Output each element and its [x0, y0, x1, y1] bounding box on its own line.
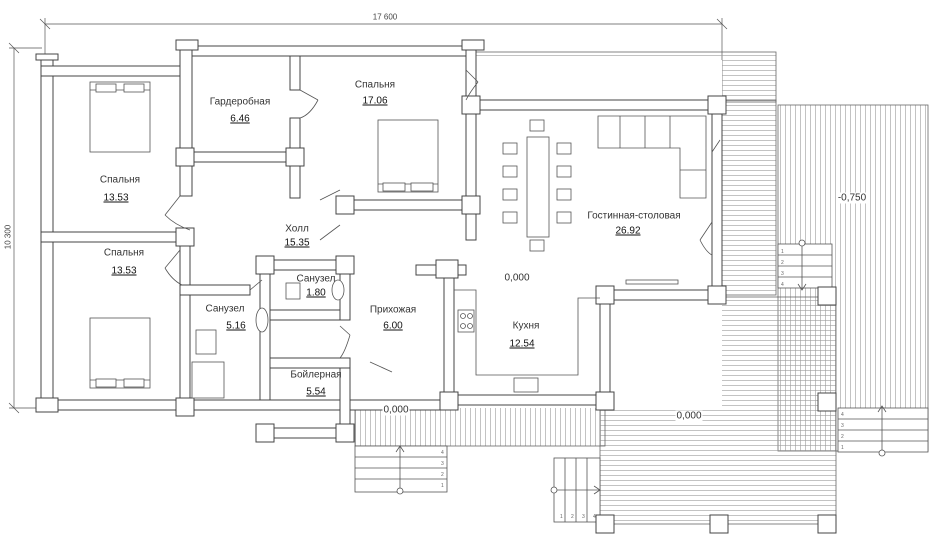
room-area-boiler: 5.54: [306, 386, 326, 398]
doors: [164, 69, 721, 373]
room-name-entrance: Прихожая: [369, 304, 417, 316]
level-terrace: 0,000: [675, 410, 703, 422]
sofa: [597, 115, 707, 199]
toilet-bath: [195, 329, 217, 355]
room-name-boiler: Бойлерная: [290, 369, 342, 381]
room-name-bathroom: Санузел: [205, 303, 245, 315]
room-area-entrance: 6.00: [383, 320, 403, 332]
bed-nw: [89, 81, 151, 153]
bed-n: [377, 119, 439, 193]
svg-text:3: 3: [781, 271, 784, 277]
width-dimension: 17 600: [372, 12, 398, 22]
stair-porch: [354, 445, 448, 493]
toilet-wc: [285, 282, 301, 300]
svg-text:3: 3: [841, 423, 844, 429]
svg-text:2: 2: [781, 260, 784, 266]
room-name-hall: Холл: [285, 223, 309, 235]
bed-sw: [89, 317, 151, 389]
room-area-bedroom-nw: 13.53: [103, 192, 129, 204]
stairs: [354, 239, 929, 523]
room-name-living: Гостинная-столовая: [587, 210, 681, 222]
room-area-hall: 15.35: [284, 237, 310, 249]
room-area-wardrobe: 6.46: [230, 113, 250, 125]
level-kitchen-floor: 0,000: [503, 272, 531, 284]
height-dimension: 10 300: [3, 224, 13, 250]
room-area-bathroom: 5.16: [226, 320, 246, 332]
room-area-bedroom-n: 17.06: [362, 95, 388, 107]
svg-text:1: 1: [841, 445, 844, 451]
room-area-living: 26.92: [615, 225, 641, 237]
furniture: [89, 81, 707, 399]
room-area-kitchen: 12.54: [509, 338, 535, 350]
dining-table: [526, 136, 550, 238]
svg-text:4: 4: [593, 514, 596, 520]
svg-text:1: 1: [781, 249, 784, 255]
log-joints: [35, 39, 837, 534]
tv-stand: [625, 279, 679, 285]
svg-text:1: 1: [441, 483, 444, 489]
svg-text:3: 3: [582, 514, 585, 520]
room-name-kitchen: Кухня: [512, 320, 540, 332]
shower: [191, 361, 225, 399]
svg-text:2: 2: [841, 434, 844, 440]
level-porch: 0,000: [382, 404, 410, 416]
room-name-bedroom-nw: Спальня: [99, 174, 141, 186]
stair-step-labels: 1 2 3 4 4 3 2 1 4 3 2 1 1 2 3 4: [441, 249, 844, 520]
room-area-bedroom-sw: 13.53: [111, 265, 137, 277]
room-area-wc-small: 1.80: [306, 287, 326, 299]
svg-text:2: 2: [441, 472, 444, 478]
room-name-bedroom-n: Спальня: [354, 79, 396, 91]
level-side-deck: -0,750: [836, 192, 868, 204]
svg-text:4: 4: [441, 450, 444, 456]
svg-text:2: 2: [571, 514, 574, 520]
room-name-bedroom-sw: Спальня: [103, 247, 145, 259]
room-name-wardrobe: Гардеробная: [209, 96, 271, 108]
svg-text:3: 3: [441, 461, 444, 467]
svg-text:4: 4: [781, 282, 784, 288]
east-deck: [721, 99, 777, 296]
svg-text:4: 4: [841, 412, 844, 418]
svg-text:1: 1: [560, 514, 563, 520]
kitchen-counter: [454, 289, 600, 376]
room-name-wc-small: Санузел: [296, 273, 336, 285]
